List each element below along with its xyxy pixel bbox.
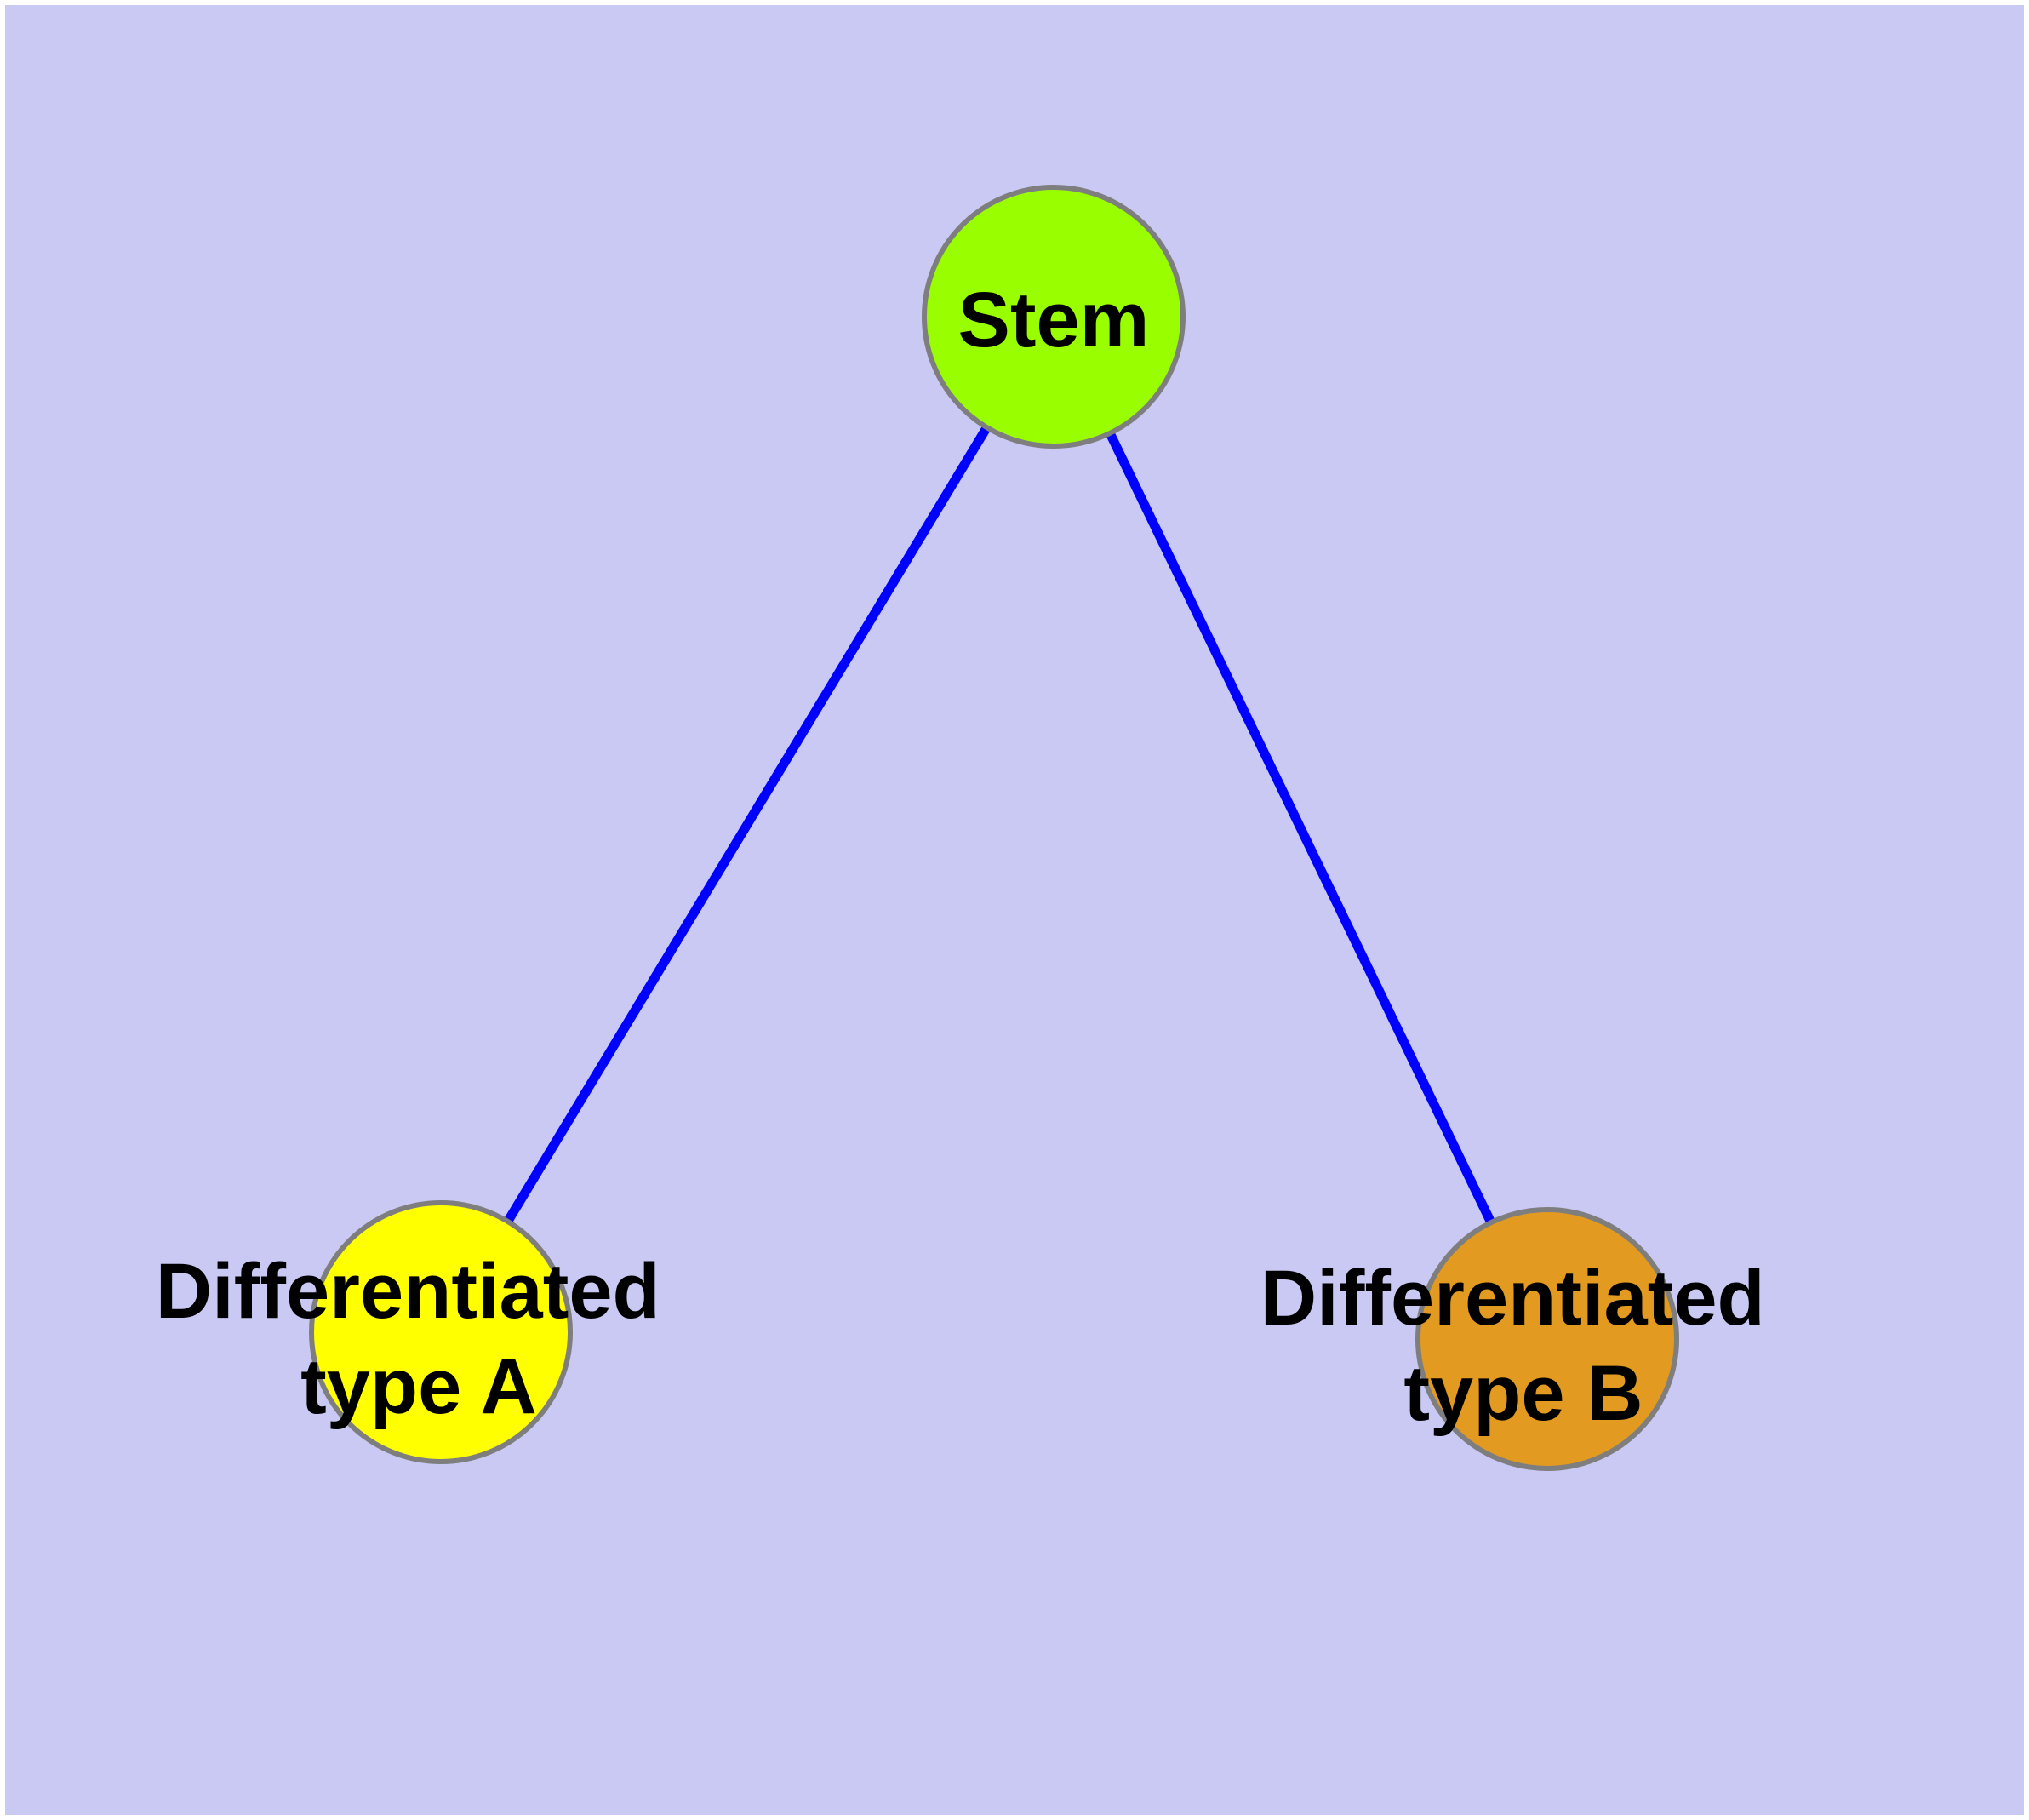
- node-differentiated-type-a-label-line-2: type A: [300, 1343, 537, 1430]
- node-differentiated-type-b-label: Differentiated type B: [1260, 1255, 1787, 1437]
- node-differentiated-type-a: [309, 1200, 573, 1464]
- edge-stem-to-type-b: [1049, 314, 1552, 1342]
- node-stem: [922, 185, 1186, 449]
- edge-stem-to-type-a: [437, 314, 1058, 1335]
- node-stem-label: Stem: [958, 277, 1150, 363]
- node-differentiated-type-b: [1415, 1207, 1679, 1471]
- node-differentiated-type-b-label-line-1: Differentiated: [1260, 1255, 1765, 1342]
- node-differentiated-type-a-label: Differentiated type A: [156, 1248, 683, 1430]
- node-differentiated-type-b-label-line-2: type B: [1403, 1350, 1643, 1437]
- node-differentiated-type-a-label-line-1: Differentiated: [156, 1248, 660, 1335]
